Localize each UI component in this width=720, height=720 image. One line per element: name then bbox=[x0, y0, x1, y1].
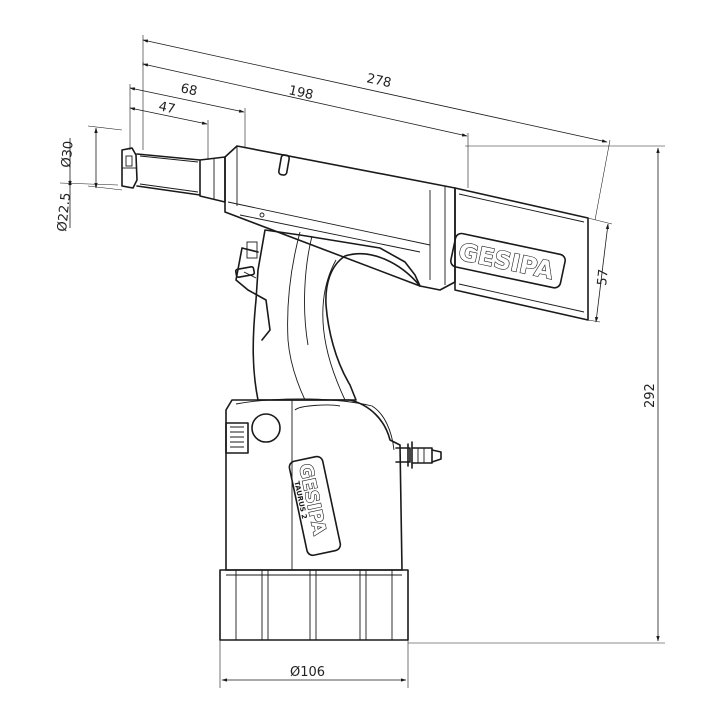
dim-57: 57 bbox=[595, 268, 612, 286]
handle bbox=[234, 229, 421, 401]
dim-dia-22-5: Ø22.5 bbox=[55, 192, 74, 233]
dim-dia-106: Ø106 bbox=[290, 665, 325, 680]
dim-47: 47 bbox=[157, 99, 176, 117]
dim-292: 292 bbox=[643, 383, 658, 408]
base-ring bbox=[219, 569, 409, 641]
dim-dia-30: Ø30 bbox=[59, 140, 77, 168]
dimension-lines bbox=[59, 35, 665, 688]
dim-278: 278 bbox=[365, 71, 392, 91]
gesipa-logo-body: GESIPA TAURUS 2 bbox=[288, 455, 342, 557]
dimension-labels: 278 198 68 47 Ø30 Ø22.5 57 292 Ø106 bbox=[55, 71, 658, 680]
gesipa-logo-head: GESIPA bbox=[449, 232, 566, 289]
rear-cap: GESIPA bbox=[449, 187, 589, 321]
dim-198: 198 bbox=[287, 83, 314, 103]
tool-outline: GESIPA GESIPA TAU bbox=[121, 145, 589, 641]
nose-piece bbox=[121, 147, 226, 203]
main-cylinder bbox=[224, 145, 456, 291]
air-connector bbox=[395, 441, 442, 469]
dim-68: 68 bbox=[179, 81, 198, 99]
reservoir-body: GESIPA TAURUS 2 bbox=[225, 398, 403, 571]
